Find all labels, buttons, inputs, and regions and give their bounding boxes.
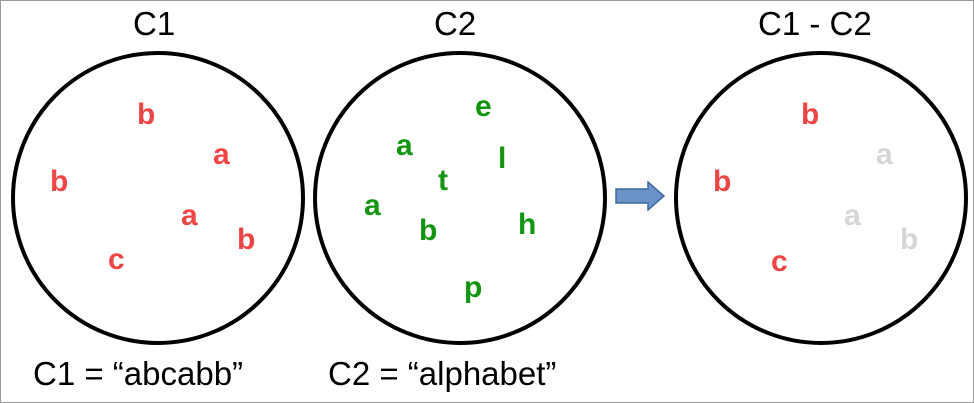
caption-c1: C1 = “abcabb”: [33, 355, 244, 392]
c2-letter: b: [419, 214, 438, 247]
c2-letter: a: [396, 129, 413, 162]
caption-c2: C2 = “alphabet”: [328, 355, 557, 392]
c2-letter: e: [475, 90, 492, 123]
diff-letter: a: [844, 199, 861, 232]
c2-letter: h: [518, 208, 537, 241]
c1-letter: b: [137, 98, 156, 131]
diff-letter: b: [801, 98, 820, 131]
c1-letter: b: [237, 223, 256, 256]
diff-letter: b: [713, 165, 732, 198]
c1-letter: a: [213, 138, 230, 171]
c1-letter: c: [108, 243, 125, 276]
circle-c2: [313, 51, 607, 345]
heading-c1-minus-c2: C1 - C2: [758, 5, 872, 42]
c2-letter: t: [438, 164, 448, 197]
circle-c1-minus-c2: [674, 51, 968, 345]
c2-letter: a: [364, 189, 381, 222]
circle-c1: [11, 51, 305, 345]
diff-letter: c: [771, 245, 788, 278]
diff-letter: b: [900, 223, 919, 256]
c1-letter: b: [50, 165, 69, 198]
heading-c1: C1: [133, 5, 176, 42]
c2-letter: p: [464, 271, 483, 304]
c1-letter: a: [181, 199, 198, 232]
c2-letter: l: [498, 142, 507, 175]
diff-letter: a: [876, 138, 893, 171]
heading-c2: C2: [434, 5, 477, 42]
right-arrow-icon: [615, 181, 666, 211]
